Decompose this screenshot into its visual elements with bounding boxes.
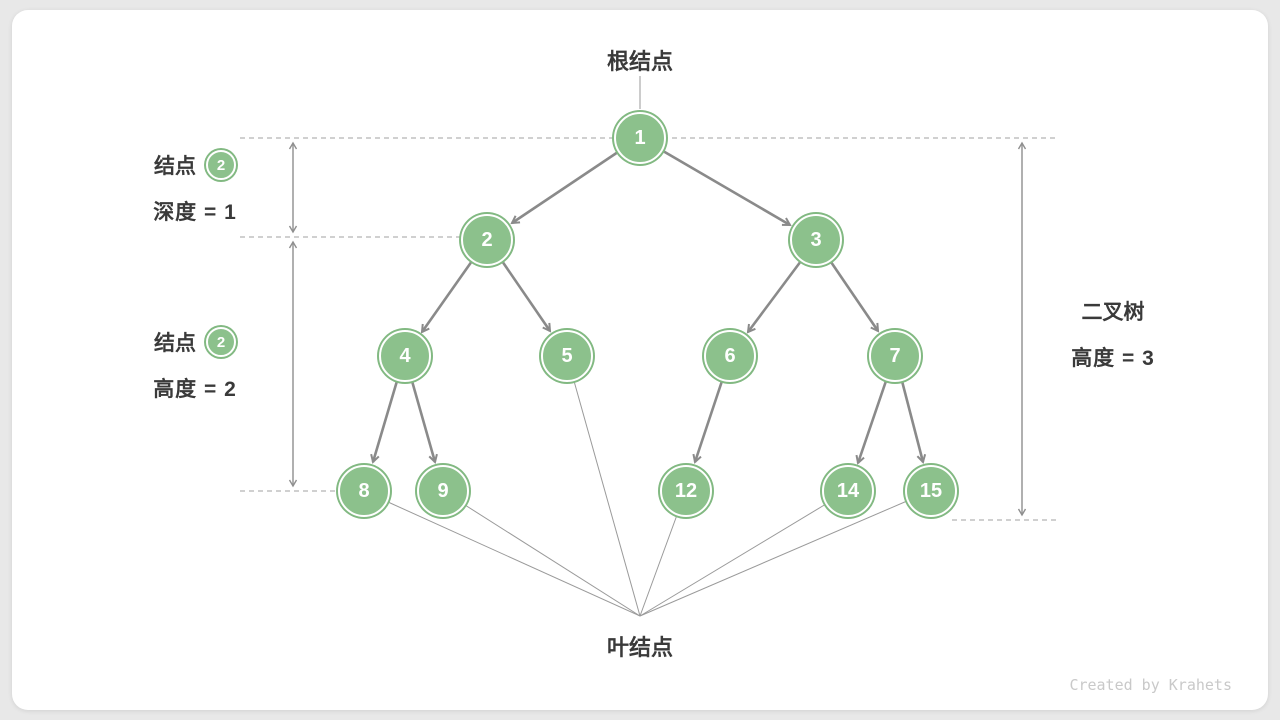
node-height-header: 结点 2 <box>154 327 236 357</box>
tree-node-8: 8 <box>338 465 390 517</box>
node-depth-label: 结点 <box>154 155 196 178</box>
leaf-line-12 <box>639 514 678 617</box>
node-depth-formula: 深度 = 1 <box>153 201 237 224</box>
leaf-node-label: 叶结点 <box>606 635 674 660</box>
leaf-line-5 <box>573 380 641 617</box>
tree-height-formula: 高度 = 3 <box>1071 347 1155 370</box>
pointer-lines <box>387 76 908 617</box>
root-node-label: 根结点 <box>606 49 674 74</box>
tree-height-annotation: 二叉树 高度 = 3 <box>1043 296 1183 372</box>
tree-node-1: 1 <box>614 112 666 164</box>
edge-4-9 <box>410 380 438 464</box>
edge-2-4 <box>420 260 474 334</box>
edge-1-2 <box>510 150 619 225</box>
node-depth-annotation: 结点 2 深度 = 1 <box>120 150 270 226</box>
leaf-line-14 <box>639 503 827 617</box>
watermark-credit: Created by Krahets <box>1069 676 1232 694</box>
edge-4-8 <box>370 380 399 464</box>
tree-edges <box>370 149 927 465</box>
measure-arrows <box>288 141 1027 517</box>
leaf-line-9 <box>464 504 641 617</box>
edge-6-12 <box>692 380 724 464</box>
node-height-badge: 2 <box>206 327 236 357</box>
level-guide-lines <box>240 137 1058 521</box>
tree-node-14: 14 <box>822 465 874 517</box>
tree-node-2: 2 <box>461 214 513 266</box>
edge-3-7 <box>829 261 880 333</box>
edge-7-15 <box>900 380 927 464</box>
leaf-line-8 <box>387 501 641 617</box>
edge-2-5 <box>500 260 552 333</box>
tree-height-label: 二叉树 <box>1081 301 1145 324</box>
node-depth-badge: 2 <box>206 150 236 180</box>
node-height-annotation: 结点 2 高度 = 2 <box>120 327 270 403</box>
tree-node-3: 3 <box>790 214 842 266</box>
leaf-line-15 <box>639 500 908 617</box>
node-height-label: 结点 <box>154 332 196 355</box>
node-depth-header: 结点 2 <box>154 150 236 180</box>
tree-node-7: 7 <box>869 330 921 382</box>
tree-node-9: 9 <box>417 465 469 517</box>
tree-node-12: 12 <box>660 465 712 517</box>
edge-3-6 <box>746 260 803 334</box>
tree-node-6: 6 <box>704 330 756 382</box>
tree-node-15: 15 <box>905 465 957 517</box>
tree-node-4: 4 <box>379 330 431 382</box>
edge-1-3 <box>662 149 792 227</box>
tree-node-5: 5 <box>541 330 593 382</box>
edge-7-14 <box>855 380 888 465</box>
node-height-formula: 高度 = 2 <box>153 378 237 401</box>
